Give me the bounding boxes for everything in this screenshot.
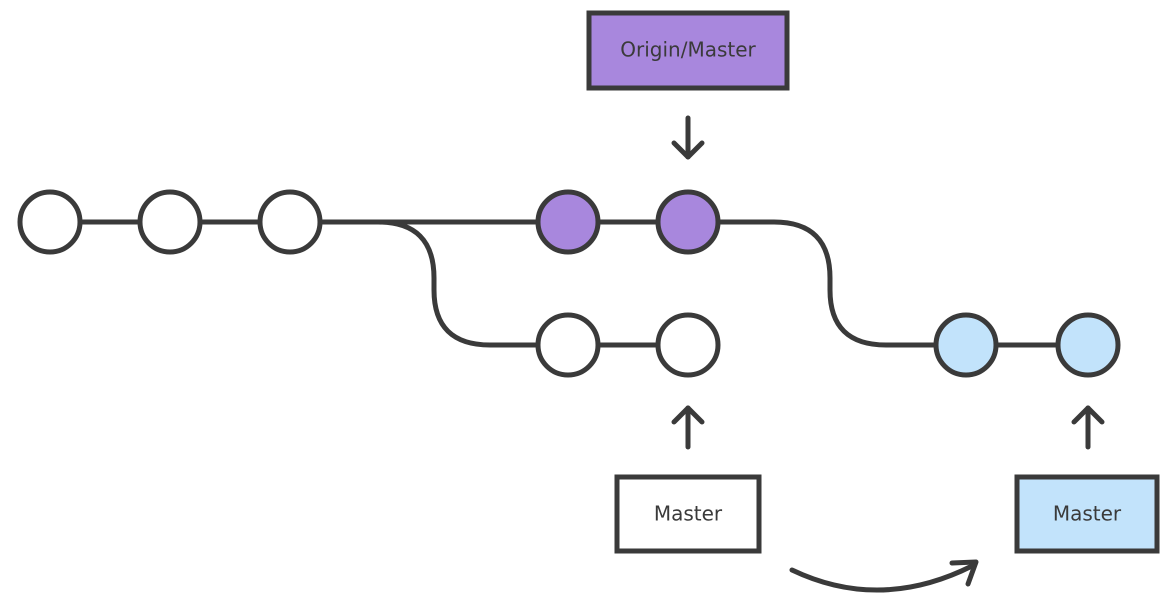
branch-off-edge [319,219,691,348]
new-master-text: Master [1053,502,1122,526]
local-commit-2 [655,312,721,378]
origin-commit-1 [535,189,601,255]
base-commit-3 [257,189,323,255]
new-master-label: Master [1014,474,1160,554]
arrow-up-icon [671,405,705,450]
master-label: Master [614,474,762,554]
rebased-branch-edge [715,219,1091,348]
rebased-commit-1 [933,312,999,378]
origin-commit-2 [655,189,721,255]
commit-nodes [17,189,1121,378]
origin-master-label: Origin/Master [586,10,790,91]
rebased-commit-2 [1055,312,1121,378]
local-commit-1 [535,312,601,378]
curved-arrow-icon [789,559,979,593]
origin-master-text: Origin/Master [620,38,756,62]
base-commit-2 [137,189,203,255]
base-commit-1 [17,189,83,255]
arrow-up-icon [1071,405,1105,450]
origin-master-box [586,10,790,91]
arrow-down-icon [671,115,705,160]
new-master-box [1014,474,1160,554]
master-box [614,474,762,554]
master-text: Master [654,502,723,526]
